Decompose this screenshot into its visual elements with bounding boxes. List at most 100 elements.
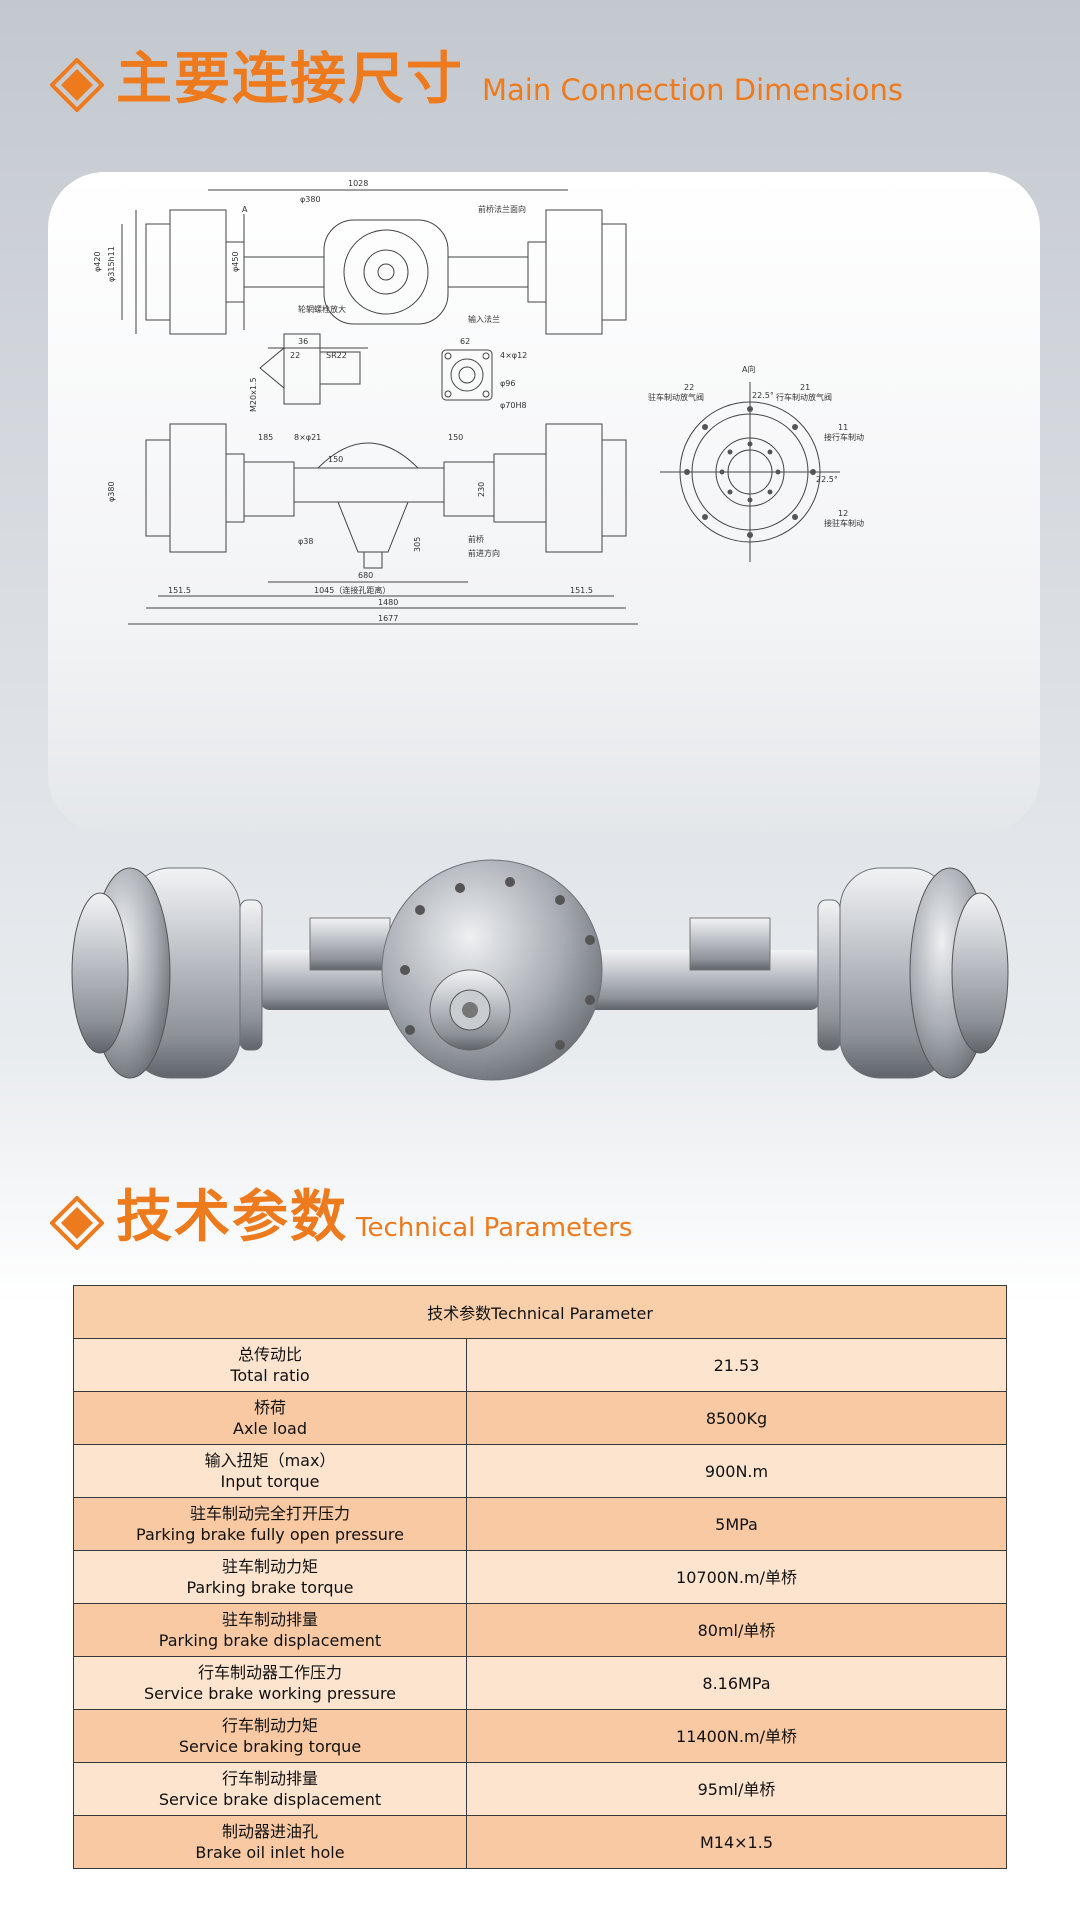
param-label-cn: 制动器进油孔 bbox=[221, 1822, 318, 1841]
section-title-cn: 主要连接尺寸 bbox=[116, 47, 464, 112]
dim-text: 150 bbox=[328, 455, 343, 464]
dim-text: 1028 bbox=[348, 179, 368, 188]
param-label: 桥荷 Axle load bbox=[73, 1391, 467, 1445]
section-title-cn: 技术参数 bbox=[116, 1185, 348, 1250]
param-label: 总传动比 Total ratio bbox=[73, 1338, 467, 1392]
technical-parameters-table: 技术参数Technical Parameter 总传动比 Total ratio … bbox=[73, 1285, 1007, 1869]
param-label-en: Brake oil inlet hole bbox=[195, 1843, 345, 1862]
section-title-dimensions: 主要连接尺寸 Main Connection Dimensions bbox=[50, 48, 903, 112]
param-label-en: Service brake displacement bbox=[158, 1790, 382, 1809]
dim-text: 前进方向 bbox=[468, 548, 500, 558]
table-header: 技术参数Technical Parameter bbox=[73, 1285, 1007, 1339]
param-label: 行车制动力矩 Service braking torque bbox=[73, 1709, 467, 1763]
param-label-en: Parking brake displacement bbox=[158, 1631, 382, 1650]
dim-text: 行车制动放气阀 bbox=[776, 392, 832, 402]
dim-text: 轮辋螺栓放大 bbox=[298, 304, 346, 314]
diamond-icon bbox=[50, 58, 104, 112]
dim-text: 1677 bbox=[378, 614, 398, 623]
param-value: 11400N.m/单桥 bbox=[466, 1709, 1007, 1763]
param-value: 10700N.m/单桥 bbox=[466, 1550, 1007, 1604]
dim-text: A bbox=[242, 205, 248, 214]
dim-text: 185 bbox=[258, 433, 273, 442]
dim-text: φ450 bbox=[231, 251, 240, 272]
param-label-cn: 驻车制动完全打开压力 bbox=[189, 1504, 350, 1523]
param-value: 21.53 bbox=[466, 1338, 1007, 1392]
param-label-cn: 桥荷 bbox=[253, 1398, 286, 1417]
dim-text: 21 bbox=[800, 383, 810, 392]
param-label-cn: 驻车制动排量 bbox=[221, 1610, 318, 1629]
table-header-row: 技术参数Technical Parameter bbox=[73, 1285, 1007, 1339]
table-row: 总传动比 Total ratio 21.53 bbox=[73, 1338, 1007, 1392]
dim-text: 680 bbox=[358, 571, 373, 580]
table-row: 输入扭矩（max）Input torque 900N.m bbox=[73, 1444, 1007, 1498]
param-label: 制动器进油孔 Brake oil inlet hole bbox=[73, 1815, 467, 1869]
table-row: 行车制动力矩 Service braking torque 11400N.m/单桥 bbox=[73, 1709, 1007, 1763]
dim-text: φ380 bbox=[300, 195, 321, 204]
dim-text: 62 bbox=[460, 337, 470, 346]
param-value: 5MPa bbox=[466, 1497, 1007, 1551]
dim-text: 输入法兰 bbox=[468, 314, 500, 324]
dim-text: φ96 bbox=[500, 379, 515, 388]
param-label-cn: 行车制动排量 bbox=[221, 1769, 318, 1788]
view-a-title: A向 bbox=[742, 364, 755, 374]
param-label: 行车制动器工作压力 Service brake working pressure bbox=[73, 1656, 467, 1710]
param-label-cn: 行车制动力矩 bbox=[221, 1716, 318, 1735]
dim-text: M20x1.5 bbox=[249, 377, 258, 412]
dim-text: SR22 bbox=[326, 351, 347, 360]
table-row: 驻车制动排量 Parking brake displacement 80ml/单桥 bbox=[73, 1603, 1007, 1657]
dim-text: φ315h11 bbox=[107, 246, 116, 282]
dim-text: 1480 bbox=[378, 598, 398, 607]
dim-text: 前桥法兰面向 bbox=[478, 204, 526, 214]
param-label-en: Axle load bbox=[233, 1419, 307, 1438]
param-label-cn: 总传动比 bbox=[237, 1345, 302, 1364]
param-value: 80ml/单桥 bbox=[466, 1603, 1007, 1657]
dim-text: 230 bbox=[477, 482, 486, 497]
param-label-en: Total ratio bbox=[230, 1366, 310, 1385]
diamond-icon bbox=[50, 1196, 104, 1250]
dim-text: φ38 bbox=[298, 537, 313, 546]
dim-text: 22.5° bbox=[816, 475, 838, 484]
param-label: 驻车制动完全打开压力 Parking brake fully open press… bbox=[73, 1497, 467, 1551]
dim-text: 接驻车制动 bbox=[824, 518, 864, 528]
param-value: 8500Kg bbox=[466, 1391, 1007, 1445]
dim-text: 151.5 bbox=[570, 586, 593, 595]
dim-text: φ380 bbox=[107, 481, 116, 502]
dim-text: 22.5° bbox=[752, 391, 774, 400]
table-row: 行车制动排量 Service brake displacement 95ml/单桥 bbox=[73, 1762, 1007, 1816]
dim-text: 36 bbox=[298, 337, 308, 346]
dim-text: 22 bbox=[290, 351, 300, 360]
param-value: M14×1.5 bbox=[466, 1815, 1007, 1869]
section-title-parameters: 技术参数 Technical Parameters bbox=[50, 1186, 632, 1250]
dim-text: 前桥 bbox=[468, 534, 484, 544]
technical-drawing: 1028 φ380 φ420 φ315h11 φ450 A 前桥法兰面向 轮辋螺… bbox=[93, 179, 864, 625]
dim-text: 305 bbox=[413, 537, 422, 552]
param-label: 行车制动排量 Service brake displacement bbox=[73, 1762, 467, 1816]
param-label-cn: 驻车制动力矩 bbox=[221, 1557, 318, 1576]
param-label-cn: 行车制动器工作压力 bbox=[197, 1663, 342, 1682]
param-label-en: Parking brake fully open pressure bbox=[136, 1525, 404, 1544]
dim-text: 4×φ12 bbox=[500, 351, 527, 360]
section-title-en: Technical Parameters bbox=[356, 1213, 633, 1243]
dim-text: 22 bbox=[684, 383, 694, 392]
param-label-en: Service braking torque bbox=[178, 1737, 362, 1756]
param-label-en: Input torque bbox=[220, 1472, 320, 1491]
dim-text: 151.5 bbox=[168, 586, 191, 595]
dim-text: 150 bbox=[448, 433, 463, 442]
dim-text: 11 bbox=[838, 423, 848, 432]
section-title-en: Main Connection Dimensions bbox=[482, 73, 904, 107]
param-label-en: Service brake working pressure bbox=[143, 1684, 397, 1703]
param-label: 驻车制动力矩 Parking brake torque bbox=[73, 1550, 467, 1604]
dim-text: 驻车制动放气阀 bbox=[648, 392, 704, 402]
table-row: 驻车制动力矩 Parking brake torque 10700N.m/单桥 bbox=[73, 1550, 1007, 1604]
dim-text: 接行车制动 bbox=[824, 432, 864, 442]
param-label-en: Parking brake torque bbox=[186, 1578, 354, 1597]
dim-text: 1045（连接孔距离） bbox=[314, 585, 390, 595]
table-row: 桥荷 Axle load 8500Kg bbox=[73, 1391, 1007, 1445]
param-value: 95ml/单桥 bbox=[466, 1762, 1007, 1816]
dim-text: φ70H8 bbox=[500, 401, 527, 410]
technical-drawing-panel: 1028 φ380 φ420 φ315h11 φ450 A 前桥法兰面向 轮辋螺… bbox=[48, 172, 1040, 832]
param-value: 900N.m bbox=[466, 1444, 1007, 1498]
dim-text: 8×φ21 bbox=[294, 433, 321, 442]
axle-product-image bbox=[60, 840, 1020, 1110]
